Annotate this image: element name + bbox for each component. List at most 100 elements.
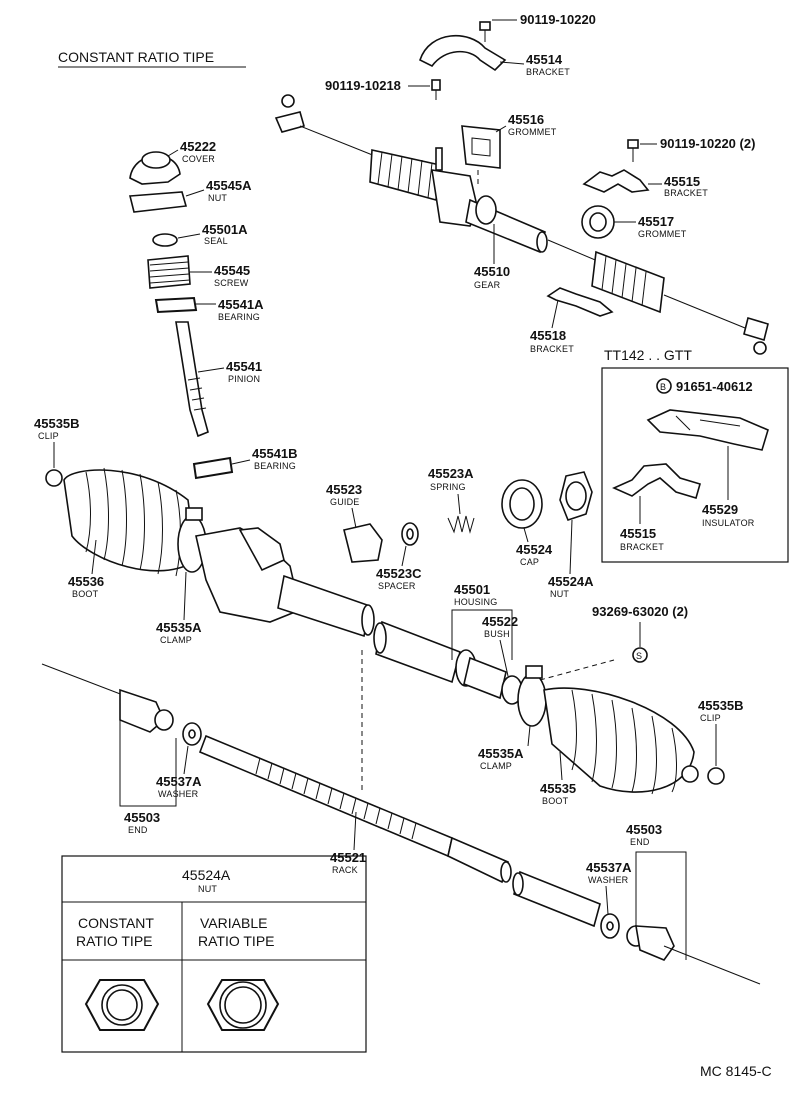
label-45541B: 45541B	[252, 446, 298, 461]
label-45523: 45523	[326, 482, 362, 497]
diagram-title: CONSTANT RATIO TIPE	[58, 49, 214, 65]
label-45535A-right: 45535A	[478, 746, 524, 761]
label-45501A-name: SEAL	[204, 236, 228, 246]
label-45518-name: BRACKET	[530, 344, 574, 354]
bolt-90119-10218-drawing	[431, 79, 441, 100]
nut-45524a-drawing	[559, 471, 593, 521]
label-45535: 45535	[540, 781, 576, 796]
symbol-s-circle	[632, 647, 648, 663]
label-45523A-name: SPRING	[430, 482, 466, 492]
label-45222: 45222	[180, 139, 216, 154]
guide-45523-drawing	[343, 523, 383, 563]
label-45514-name: BRACKET	[526, 67, 570, 77]
label-45521-name: RACK	[332, 865, 358, 875]
label-45517-name: GROMMET	[638, 229, 687, 239]
label-45501-name: HOUSING	[454, 597, 497, 607]
tie-rod-end-right-drawing	[600, 913, 761, 985]
dashed-line-bracket	[539, 659, 615, 681]
bracket-45514-drawing	[419, 21, 507, 72]
nut-comparison-table: 45524A NUT CONSTANT RATIO TIPE VARIABLE …	[61, 855, 367, 1053]
label-45535B-left-name: CLIP	[38, 431, 59, 441]
label-45515-top-name: BRACKET	[664, 188, 708, 198]
symbol-b: B	[660, 382, 666, 392]
label-45524A: 45524A	[548, 574, 594, 589]
label-90119-10218: 90119-10218	[325, 78, 401, 93]
label-45529: 45529	[702, 502, 738, 517]
table-col2-line1: VARIABLE	[200, 915, 267, 931]
label-45541B-name: BEARING	[254, 461, 296, 471]
label-45515-top: 45515	[664, 174, 700, 189]
label-90119-10220-2: 90119-10220 (2)	[660, 136, 755, 151]
label-45515-inset: 45515	[620, 526, 656, 541]
label-45537A-right-name: WASHER	[588, 875, 629, 885]
grommet-45517-drawing	[581, 205, 615, 239]
table-col2-line2: RATIO TIPE	[198, 933, 275, 949]
label-45541A-name: BEARING	[218, 312, 260, 322]
main-housing-drawing	[45, 467, 725, 795]
label-45516: 45516	[508, 112, 544, 127]
label-45510-name: GEAR	[474, 280, 501, 290]
label-45535A-left-name: CLAMP	[160, 635, 192, 645]
table-col1-line1: CONSTANT	[78, 915, 154, 931]
label-45514: 45514	[526, 52, 563, 67]
rack-45521-drawing	[198, 734, 601, 928]
label-45510: 45510	[474, 264, 510, 279]
label-45524: 45524	[516, 542, 553, 557]
cap-45524-drawing	[501, 479, 543, 529]
label-45522: 45522	[482, 614, 518, 629]
label-45524-name: CAP	[520, 557, 539, 567]
inset-tt142-gtt: TT142 . . GTT B 91651-40612 45529 INSULA…	[601, 347, 789, 563]
spring-45523a-drawing	[447, 515, 475, 534]
label-45517: 45517	[638, 214, 674, 229]
label-45529-name: INSULATOR	[702, 518, 755, 528]
label-93269-63020: 93269-63020 (2)	[592, 604, 688, 619]
label-45501: 45501	[454, 582, 490, 597]
label-45503-right: 45503	[626, 822, 662, 837]
label-45537A-left-name: WASHER	[158, 789, 199, 799]
bracket-45518-drawing	[546, 287, 614, 317]
label-45541-name: PINION	[228, 374, 260, 384]
symbol-s: S	[636, 651, 642, 661]
label-90119-10220: 90119-10220	[520, 12, 596, 27]
symbol-b-circle	[656, 378, 672, 394]
spacer-45523c-drawing	[401, 522, 419, 546]
label-45523C-name: SPACER	[378, 581, 416, 591]
label-45545-name: SCREW	[214, 278, 249, 288]
table-header-name: NUT	[198, 884, 217, 894]
label-45541A: 45541A	[218, 297, 264, 312]
label-45535A-right-name: CLAMP	[480, 761, 512, 771]
label-45535B-right-name: CLIP	[700, 713, 721, 723]
bolt-90119-10220-2-drawing	[627, 139, 639, 162]
label-45523C: 45523C	[376, 566, 422, 581]
label-45535A-left: 45535A	[156, 620, 202, 635]
label-45222-name: COVER	[182, 154, 215, 164]
label-91651-40612: 91651-40612	[676, 379, 753, 394]
label-45503-right-name: END	[630, 837, 650, 847]
label-45537A-right: 45537A	[586, 860, 632, 875]
label-45541: 45541	[226, 359, 262, 374]
table-col1-line2: RATIO TIPE	[76, 933, 153, 949]
label-45535B-right: 45535B	[698, 698, 744, 713]
pinion-stack-drawing	[128, 151, 234, 480]
table-header-num: 45524A	[182, 867, 231, 883]
label-45516-name: GROMMET	[508, 127, 557, 137]
label-45501A: 45501A	[202, 222, 248, 237]
diagram-code: MC 8145-C	[700, 1063, 772, 1079]
label-45545A-name: NUT	[208, 193, 227, 203]
label-45536-name: BOOT	[72, 589, 99, 599]
grommet-45516-drawing	[461, 125, 501, 169]
label-45535B-left: 45535B	[34, 416, 80, 431]
label-45522-name: BUSH	[484, 629, 510, 639]
label-45518: 45518	[530, 328, 566, 343]
inset-title: TT142 . . GTT	[604, 347, 692, 363]
label-45545: 45545	[214, 263, 250, 278]
bracket-45515-top-drawing	[582, 169, 650, 193]
label-45535-name: BOOT	[542, 796, 569, 806]
table-frame	[61, 855, 367, 1053]
label-45545A: 45545A	[206, 178, 252, 193]
inset-frame	[601, 367, 789, 563]
label-45536: 45536	[68, 574, 104, 589]
label-45521: 45521	[330, 850, 366, 865]
label-45503-left-name: END	[128, 825, 148, 835]
